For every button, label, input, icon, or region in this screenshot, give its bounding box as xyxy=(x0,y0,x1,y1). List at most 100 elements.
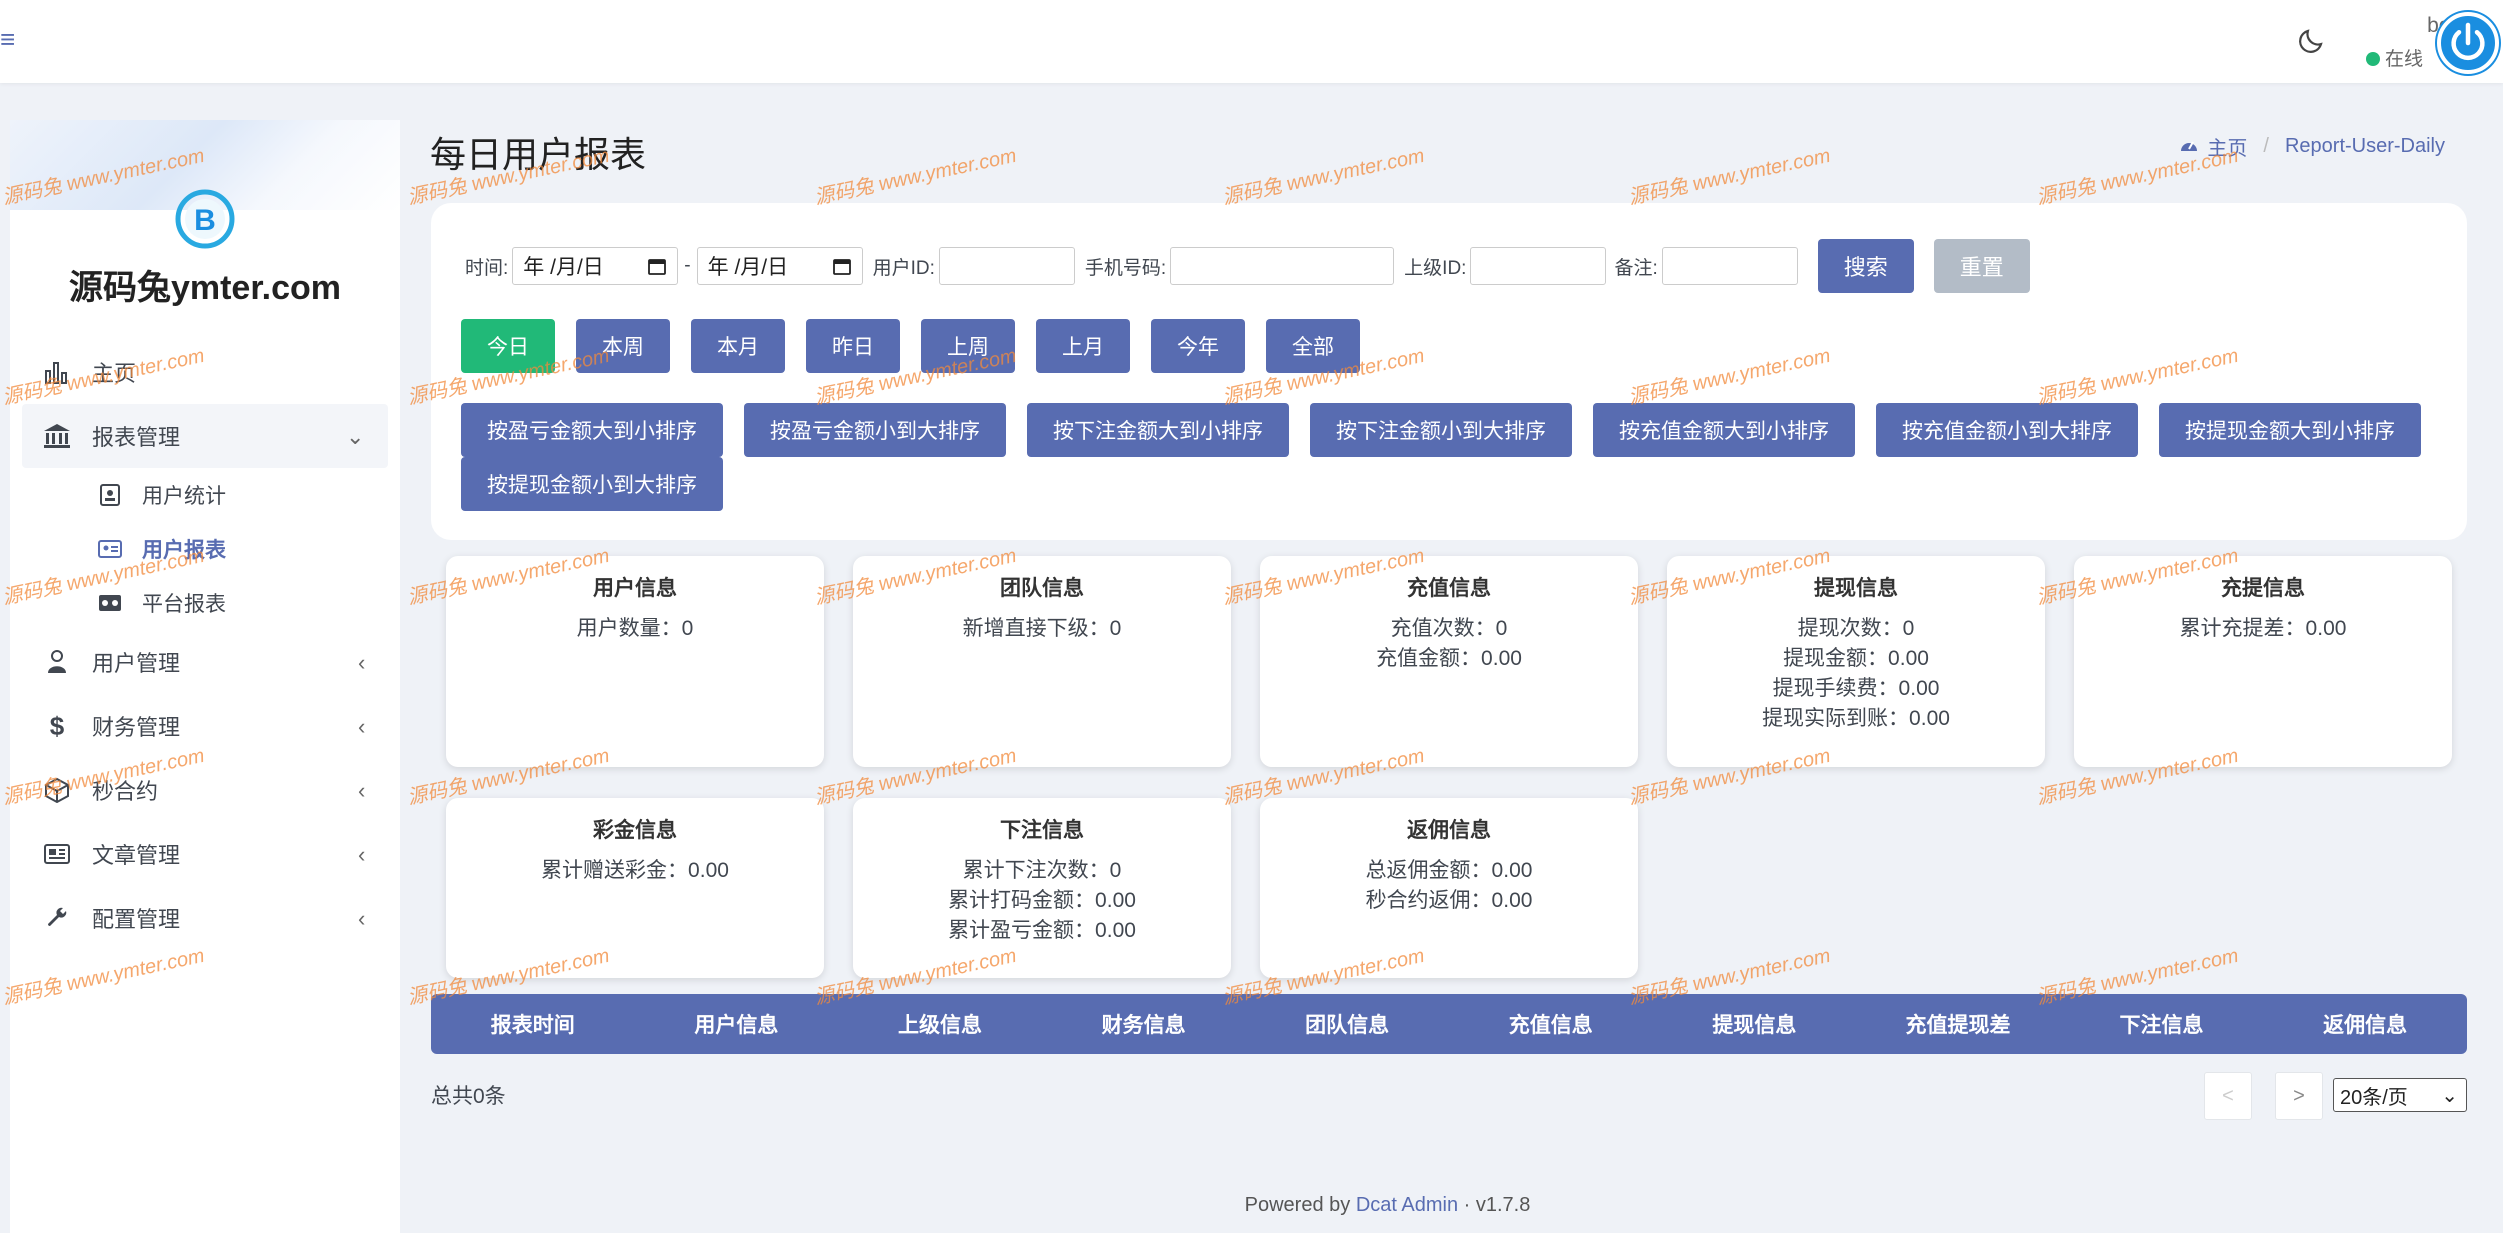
column-header[interactable]: 提现信息 xyxy=(1712,1014,1797,1037)
total-count: 总共0条 xyxy=(431,1085,506,1108)
report-table-header: 报表时间 用户信息 上级信息 财务信息 团队信息 充值信息 提现信息 充值提现差… xyxy=(431,994,2467,1054)
sort-button[interactable]: 按盈亏金额小到大排序 xyxy=(744,403,1006,457)
user-id-label: 用户ID: xyxy=(872,257,935,279)
sort-button[interactable]: 按提现金额大到小排序 xyxy=(2159,403,2421,457)
date-from-input[interactable]: 年 /月/日 xyxy=(512,247,679,285)
sidebar-item-finance[interactable]: $ 财务管理 ‹ xyxy=(10,694,400,758)
date-to-input[interactable]: 年 /月/日 xyxy=(696,247,863,285)
column-header[interactable]: 报表时间 xyxy=(490,1014,575,1037)
reset-button[interactable]: 重置 xyxy=(1933,239,2030,293)
sidebar-item-articles[interactable]: 文章管理 ‹ xyxy=(10,822,400,886)
range-last-week-button[interactable]: 上周 xyxy=(921,319,1015,373)
power-icon xyxy=(2451,22,2485,61)
dcat-admin-link[interactable]: Dcat Admin xyxy=(1355,1194,1459,1216)
sidebar-item-user-report[interactable]: 用户报表 xyxy=(98,522,400,576)
range-this-week-button[interactable]: 本周 xyxy=(576,319,670,373)
phone-label: 手机号码: xyxy=(1084,257,1167,279)
card-title: 下注信息 xyxy=(1000,819,1084,842)
quick-range-buttons: 今日 本周 本月 昨日 上周 上月 今年 全部 xyxy=(461,319,1360,373)
sort-buttons: 按盈亏金额大到小排序 按盈亏金额小到大排序 按下注金额大到小排序 按下注金额小到… xyxy=(461,403,2461,511)
sort-button[interactable]: 按下注金额大到小排序 xyxy=(1027,403,1289,457)
remark-input[interactable] xyxy=(1661,247,1798,285)
range-today-button[interactable]: 今日 xyxy=(461,319,555,373)
bonus-info-card: 彩金信息 累计赠送彩金：0.00 xyxy=(446,798,824,978)
column-header[interactable]: 团队信息 xyxy=(1305,1014,1390,1037)
sidebar-item-contracts[interactable]: 秒合约 ‹ xyxy=(10,758,400,822)
breadcrumb-home[interactable]: 主页 xyxy=(2207,138,2248,160)
column-header[interactable]: 下注信息 xyxy=(2119,1014,2204,1037)
card-title: 充提信息 xyxy=(2221,577,2305,600)
chevron-left-icon: ‹ xyxy=(358,778,366,803)
breadcrumb-separator: / xyxy=(2263,135,2269,157)
card-title: 充值信息 xyxy=(1407,577,1491,600)
watermark: 源码兔 www.ymter.com xyxy=(1626,144,1833,210)
footer-prefix: Powered by xyxy=(1244,1194,1351,1216)
card-line: 秒合约返佣：0.00 xyxy=(1365,889,1533,912)
card-title: 团队信息 xyxy=(1000,577,1084,600)
range-last-month-button[interactable]: 上月 xyxy=(1036,319,1130,373)
column-header[interactable]: 用户信息 xyxy=(694,1014,779,1037)
range-all-button[interactable]: 全部 xyxy=(1266,319,1360,373)
card-line: 提现实际到账：0.00 xyxy=(1762,707,1950,730)
next-page-button[interactable]: > xyxy=(2275,1072,2323,1120)
sidebar-item-users[interactable]: 用户管理 ‹ xyxy=(10,630,400,694)
search-button[interactable]: 搜索 xyxy=(1817,239,1914,293)
user-status: 在线 xyxy=(2366,44,2423,71)
column-header[interactable]: 充值信息 xyxy=(1508,1014,1593,1037)
brand-name: 源码兔ymter.com xyxy=(68,269,342,307)
avatar[interactable] xyxy=(2437,12,2499,74)
sidebar-item-config[interactable]: 配置管理 ‹ xyxy=(10,886,400,950)
sub-item-label: 用户报表 xyxy=(142,539,226,562)
column-header[interactable]: 充值提现差 xyxy=(1905,1014,2011,1037)
prev-page-button[interactable]: < xyxy=(2204,1072,2252,1120)
sidebar-item-home[interactable]: 主页 xyxy=(10,340,400,404)
time-label: 时间: xyxy=(465,257,509,279)
sort-button[interactable]: 按盈亏金额大到小排序 xyxy=(461,403,723,457)
filter-form: 时间: 年 /月/日 - 年 /月/日 用户ID: 手机号码: 上级ID: 备注… xyxy=(465,239,2030,293)
wrench-icon xyxy=(42,903,72,933)
column-header[interactable]: 返佣信息 xyxy=(2323,1014,2408,1037)
sort-button[interactable]: 按充值金额大到小排序 xyxy=(1593,403,1855,457)
date-to-value: 年 /月/日 xyxy=(707,256,789,279)
user-id-input[interactable] xyxy=(938,247,1075,285)
date-from-value: 年 /月/日 xyxy=(523,256,604,279)
menu-toggle-icon[interactable]: ≡ xyxy=(0,24,16,54)
phone-input[interactable] xyxy=(1170,247,1395,285)
cube-icon xyxy=(42,775,72,805)
dashboard-icon xyxy=(2179,135,2199,159)
column-header[interactable]: 财务信息 xyxy=(1101,1014,1186,1037)
sidebar-item-platform-report[interactable]: 平台报表 xyxy=(98,576,400,630)
logo-icon: B xyxy=(175,189,235,249)
sort-button[interactable]: 按提现金额小到大排序 xyxy=(461,457,723,511)
bet-info-card: 下注信息 累计下注次数：0 累计打码金额：0.00 累计盈亏金额：0.00 xyxy=(853,798,1231,978)
range-this-year-button[interactable]: 今年 xyxy=(1151,319,1245,373)
sort-button[interactable]: 按充值金额小到大排序 xyxy=(1876,403,2138,457)
range-this-month-button[interactable]: 本月 xyxy=(691,319,785,373)
chevron-left-icon: ‹ xyxy=(358,842,366,867)
sidebar-item-reports[interactable]: 报表管理 ⌄ xyxy=(22,404,388,468)
watermark: 源码兔 www.ymter.com xyxy=(1220,144,1427,210)
sidebar-item-label: 秒合约 xyxy=(92,779,159,804)
user-info-card: 用户信息 用户数量：0 xyxy=(446,556,824,767)
per-page-select[interactable]: 20条/页 ⌄ xyxy=(2333,1078,2467,1112)
card-title: 用户信息 xyxy=(593,577,677,600)
page-title: 每日用户报表 xyxy=(430,134,647,175)
sidebar-hero xyxy=(10,120,400,210)
dark-mode-toggle-icon[interactable] xyxy=(2296,26,2326,56)
recharge-info-card: 充值信息 充值次数：0 充值金额：0.00 xyxy=(1260,556,1638,767)
id-card-icon xyxy=(100,484,120,506)
column-header[interactable]: 上级信息 xyxy=(897,1014,982,1037)
breadcrumb: 主页 / Report-User-Daily xyxy=(2179,132,2445,161)
sidebar-item-user-stats[interactable]: 用户统计 xyxy=(98,468,400,522)
footer-separator: · xyxy=(1463,1194,1471,1216)
newspaper-icon xyxy=(42,839,72,869)
range-yesterday-button[interactable]: 昨日 xyxy=(806,319,900,373)
card-line: 充值次数：0 xyxy=(1390,617,1508,640)
sidebar-menu: 主页 报表管理 ⌄ 用户统计 用户报表 平台报表 xyxy=(10,340,400,950)
card-line: 累计盈亏金额：0.00 xyxy=(948,919,1136,942)
sidebar-item-label: 用户管理 xyxy=(92,651,181,676)
sidebar-item-label: 报表管理 xyxy=(92,425,181,450)
parent-id-input[interactable] xyxy=(1470,247,1607,285)
card-line: 累计充提差：0.00 xyxy=(2179,617,2347,640)
sort-button[interactable]: 按下注金额小到大排序 xyxy=(1310,403,1572,457)
